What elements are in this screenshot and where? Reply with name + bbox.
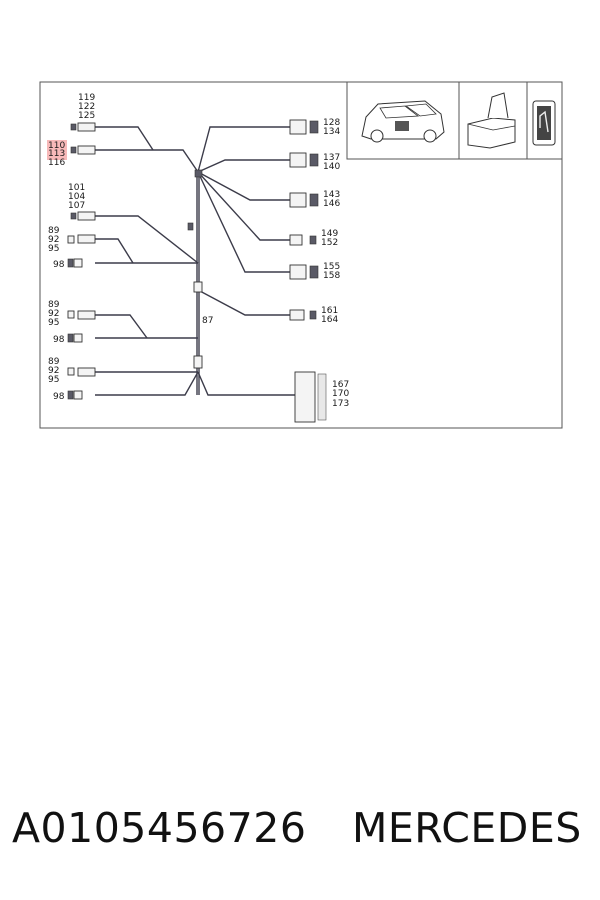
callout: 143	[323, 190, 340, 200]
callout: 116	[48, 158, 65, 168]
callout: 119	[78, 93, 95, 103]
callout: 95	[48, 244, 59, 254]
callout: 152	[321, 238, 338, 248]
callout: 140	[323, 162, 340, 172]
callout: 92	[48, 235, 59, 245]
callout: 170	[332, 389, 349, 399]
wiring-harness-diagram: 119 122 125 110 113 116 101 104 107 89 9…	[39, 81, 563, 429]
callout-numbers: 119 122 125 110 113 116 101 104 107 89 9…	[48, 93, 349, 409]
callout: 125	[78, 111, 95, 121]
callout: 107	[68, 201, 85, 211]
callout: 101	[68, 183, 85, 193]
callout: 89	[48, 357, 60, 367]
part-number: A0105456726	[12, 804, 307, 852]
callout: 149	[321, 229, 338, 239]
callout: 113	[48, 149, 65, 159]
callout: 167	[332, 380, 349, 390]
callout: 155	[323, 262, 340, 272]
seat-switch-thumbnail	[526, 81, 563, 160]
callout: 134	[323, 127, 340, 137]
callout: 98	[53, 335, 65, 345]
left-connectors	[47, 122, 96, 400]
callout: 87	[202, 316, 213, 326]
brand-name: MERCEDES	[352, 804, 582, 852]
callout: 158	[323, 271, 340, 281]
callout: 92	[48, 309, 59, 319]
seat-thumbnail	[458, 81, 528, 160]
callout: 110	[48, 141, 65, 151]
callout: 128	[323, 118, 340, 128]
callout: 89	[48, 300, 60, 310]
callout: 98	[53, 260, 65, 270]
callout: 164	[321, 315, 338, 325]
callout: 95	[48, 375, 59, 385]
callout: 98	[53, 392, 65, 402]
highlight-marker	[47, 140, 67, 160]
right-connectors	[289, 119, 327, 423]
harness-wires	[95, 126, 295, 396]
callout: 146	[323, 199, 340, 209]
callout: 173	[332, 399, 349, 409]
callout: 89	[48, 226, 60, 236]
callout: 137	[323, 153, 340, 163]
callout: 95	[48, 318, 59, 328]
callout: 161	[321, 306, 338, 316]
callout: 122	[78, 102, 95, 112]
callout: 92	[48, 366, 59, 376]
callout: 104	[68, 192, 85, 202]
vehicle-thumbnail	[346, 81, 460, 160]
